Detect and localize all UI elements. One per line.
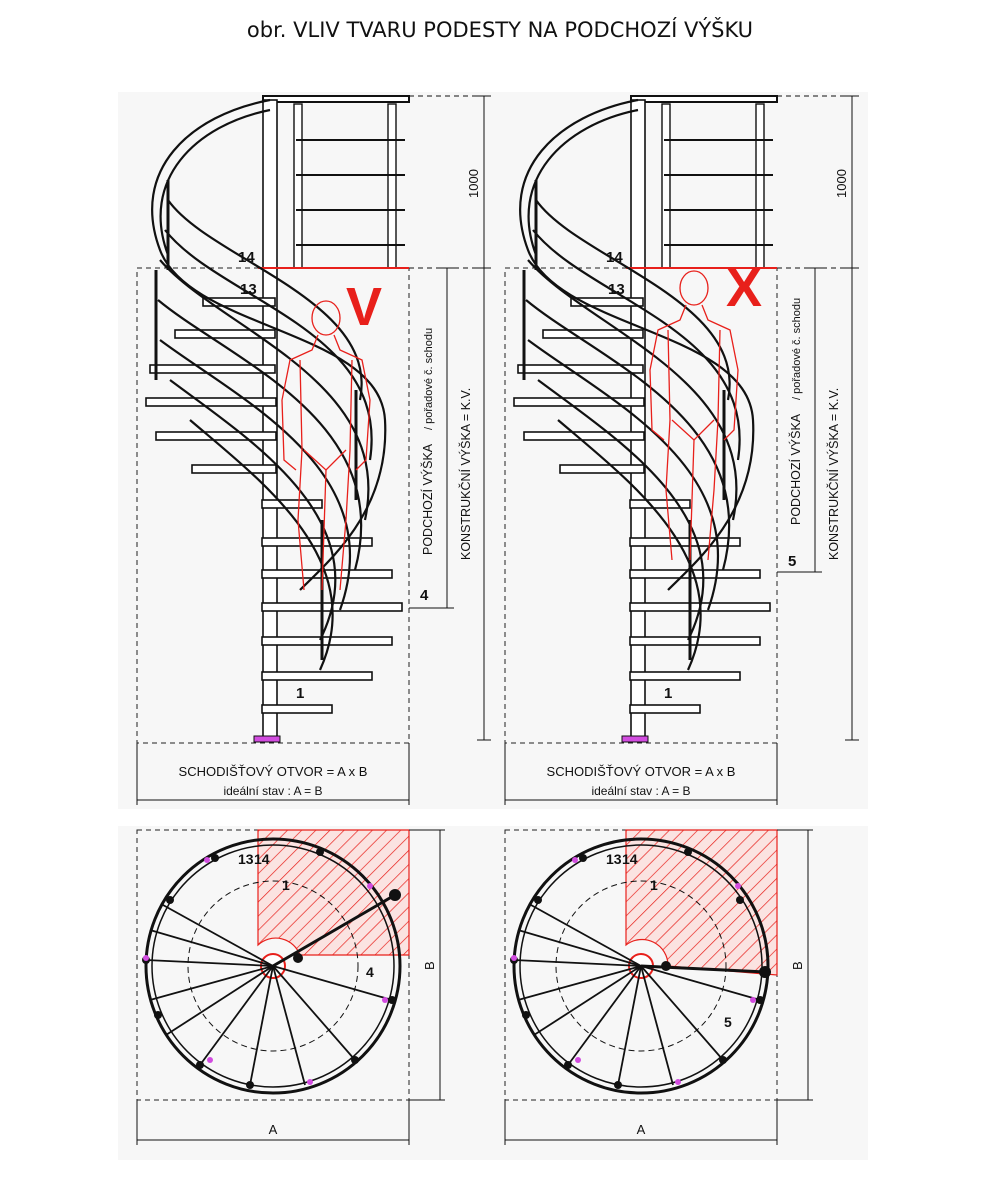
headroom-note: / pořadové č. schodu bbox=[791, 298, 803, 400]
construction-height-label: KONSTRUKČNÍ VÝŠKA = K.V. bbox=[458, 388, 473, 560]
plan-step-14: 14 bbox=[254, 851, 270, 867]
step-label-headroom: 5 bbox=[788, 553, 796, 570]
plan-step-marked: 5 bbox=[724, 1014, 732, 1030]
check-mark-1: V bbox=[346, 277, 382, 337]
diagram-elevation-1: V 14 13 4 1 1000 PODCHOZÍ VÝŠKA / pořado… bbox=[136, 95, 491, 805]
ideal-label-1: ideální stav : A = B bbox=[223, 784, 322, 798]
step-label-headroom: 4 bbox=[420, 587, 429, 604]
diagram-elevation-2: X 14 13 5 1 1000 PODCHOZÍ VÝŠKA / pořado… bbox=[504, 95, 859, 805]
plan-step-1: 1 bbox=[282, 877, 290, 893]
step-label-13: 13 bbox=[240, 281, 257, 298]
opening-label-2: SCHODIŠŤOVÝ OTVOR = A x B bbox=[547, 764, 736, 779]
dim-a-1: A bbox=[269, 1122, 278, 1137]
person-silhouette-2 bbox=[649, 270, 739, 561]
headroom-label: PODCHOZÍ VÝŠKA bbox=[788, 413, 803, 525]
cross-mark-2: X bbox=[726, 258, 762, 318]
plan-step-13: 13 bbox=[238, 851, 254, 867]
diagram-plan-1: 13 14 1 4 A B bbox=[136, 829, 445, 1145]
step-label-1: 1 bbox=[664, 685, 672, 702]
dim-a-2: A bbox=[637, 1122, 646, 1137]
elevation-panel bbox=[118, 92, 868, 809]
step-label-14: 14 bbox=[606, 249, 623, 266]
dim-b-1: B bbox=[422, 961, 437, 970]
headroom-note: / pořadové č. schodu bbox=[423, 328, 435, 430]
ideal-label-2: ideální stav : A = B bbox=[591, 784, 690, 798]
diagram-plan-2: 13 14 1 5 A B bbox=[504, 829, 813, 1145]
step-label-13: 13 bbox=[608, 281, 625, 298]
plan-step-14: 14 bbox=[622, 851, 638, 867]
plan-step-marked: 4 bbox=[366, 964, 374, 980]
plan-step-13: 13 bbox=[606, 851, 622, 867]
dim-b-2: B bbox=[790, 961, 805, 970]
construction-height-label: KONSTRUKČNÍ VÝŠKA = K.V. bbox=[826, 388, 841, 560]
headroom-label: PODCHOZÍ VÝŠKA bbox=[420, 443, 435, 555]
plan-step-1: 1 bbox=[650, 877, 658, 893]
person-silhouette-1 bbox=[281, 300, 371, 591]
figure-title: obr. VLIV TVARU PODESTY NA PODCHOZÍ VÝŠK… bbox=[246, 18, 754, 42]
step-label-1: 1 bbox=[296, 685, 304, 702]
step-label-14: 14 bbox=[238, 249, 255, 266]
dim-rail-height: 1000 bbox=[834, 169, 849, 198]
dim-rail-height: 1000 bbox=[466, 169, 481, 198]
opening-label-1: SCHODIŠŤOVÝ OTVOR = A x B bbox=[179, 764, 368, 779]
